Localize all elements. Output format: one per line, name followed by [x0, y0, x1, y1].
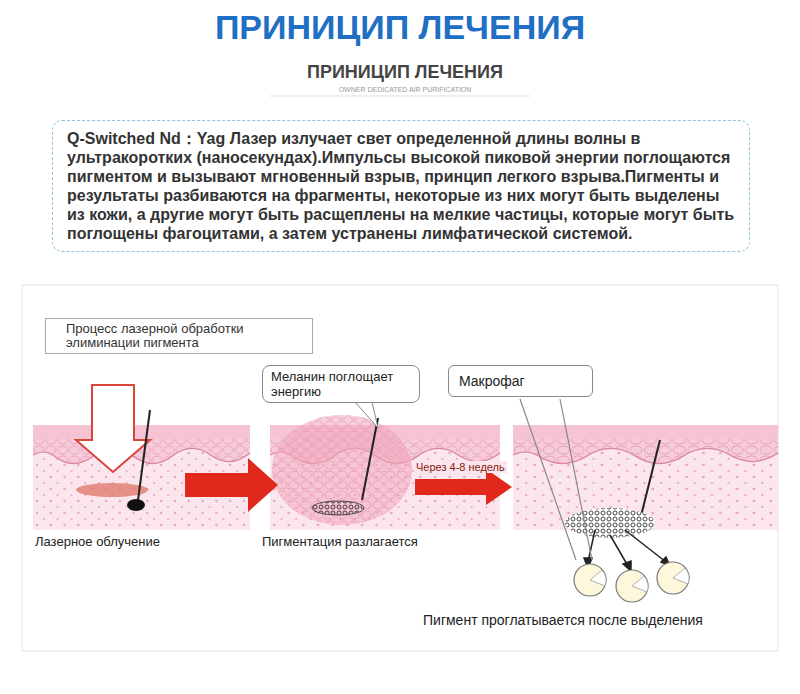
result-label: Пигмент проглатывается после выделения	[423, 612, 703, 628]
watermark: OWNER DEDICATED AIR PURIFICATION	[5, 86, 800, 93]
subtitle: ПРИНИЦИП ЛЕЧЕНИЯ	[5, 62, 800, 83]
step-label: Лазерное облучение	[35, 534, 160, 549]
step-label: Пигментация разлагается	[262, 534, 418, 549]
description-box: Q-Switched Nd：Yag Лазер излучает свет оп…	[52, 120, 750, 252]
node-text: Макрофаг	[459, 373, 582, 389]
node-text: Процесс лазерной обработки элиминации пи…	[66, 322, 292, 350]
node-text: Меланин поглощает энергию	[271, 369, 411, 399]
arrow-label: Через 4-8 недель	[414, 461, 507, 473]
node-text: Q-Switched Nd：Yag Лазер излучает свет оп…	[67, 129, 735, 243]
callout-box: Макрофаг	[448, 365, 593, 397]
title: ПРИНИЦИП ЛЕЧЕНИЯ	[0, 8, 800, 47]
callout-bubble: Меланин поглощает энергию	[262, 365, 420, 403]
process-box: Процесс лазерной обработки элиминации пи…	[45, 318, 313, 354]
